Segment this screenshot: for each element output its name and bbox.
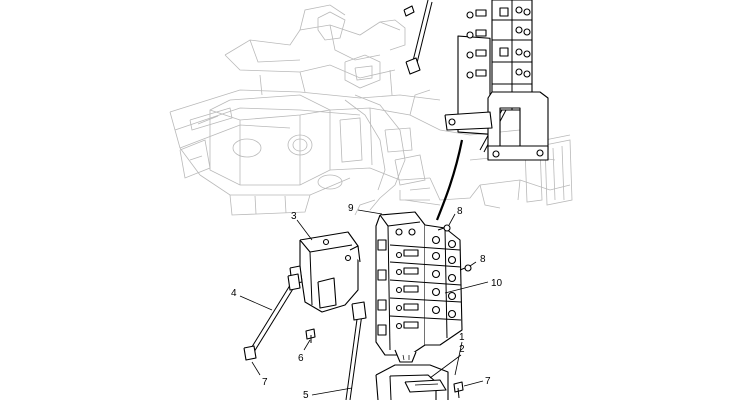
control-valve-assembly [375,211,463,363]
callout-2: 2 [459,344,465,355]
bolt-6 [305,328,316,343]
callout-8-upper: 8 [457,206,463,217]
bolt-7-lower-right [453,381,464,399]
callout-7-left: 7 [262,377,268,388]
callout-1: 1 [459,332,465,343]
callout-8-lower: 8 [480,254,486,265]
lower-mounting-frame [375,364,449,400]
leader-lines [239,209,489,396]
callout-labels: 3 4 6 7 5 9 8 8 10 1 2 7 [231,203,503,400]
callout-10: 10 [491,278,503,289]
callout-4: 4 [231,288,237,299]
fitting-8-upper [437,224,451,232]
upper-valve-fittings [466,6,531,79]
support-rod-5 [345,301,367,400]
callout-5: 5 [303,390,309,400]
installed-valve-assembly [403,0,549,161]
connecting-hose [435,139,464,221]
installed-bracket [444,91,549,161]
fitting-8-lower [459,264,472,272]
loose-hardware [305,224,472,399]
valve-mounting-bracket [289,231,361,313]
callout-3: 3 [291,211,297,222]
callout-9: 9 [348,203,354,214]
callout-7-right: 7 [485,376,491,387]
callout-6: 6 [298,353,304,364]
support-rod-4 [243,273,301,361]
valve-sections [389,244,462,321]
valve-fittings [377,228,457,336]
